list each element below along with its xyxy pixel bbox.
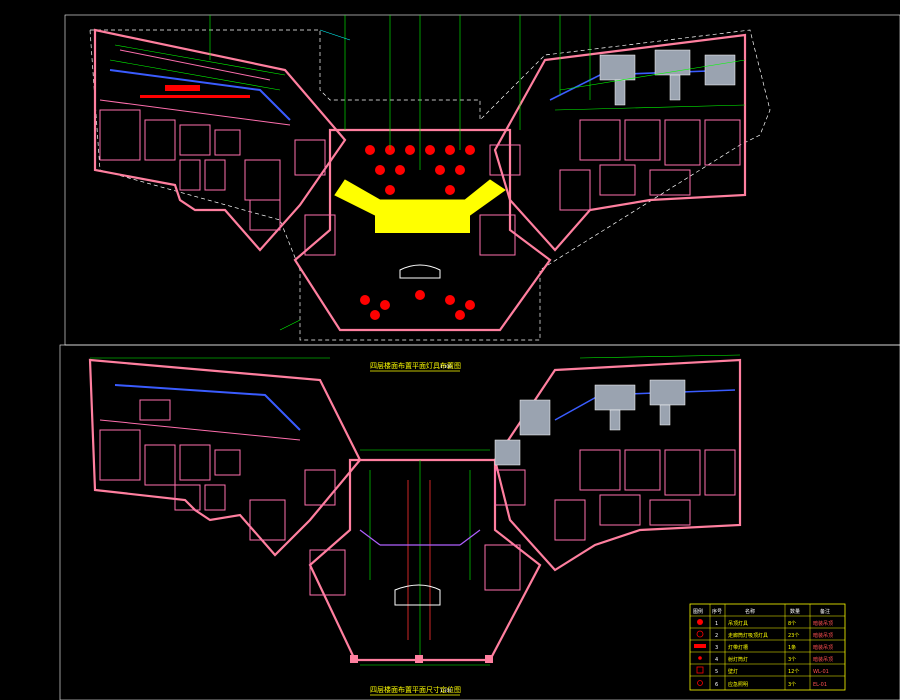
lower-right-furniture: [554, 449, 736, 541]
upper-yellow-light-band-center: [375, 215, 470, 233]
legend-symbol-2: [696, 630, 704, 638]
legend-header-qty: 数量: [790, 608, 800, 615]
upper-plan: [89, 15, 771, 341]
upper-core-blocks: [294, 139, 521, 256]
upper-right-annotations: [554, 59, 746, 111]
lower-plan: [88, 354, 742, 666]
legend-row-1-no: 1: [715, 621, 718, 627]
legend-row-3-qty: 1条: [788, 644, 796, 651]
upper-right-furniture: [559, 119, 741, 211]
upper-plan-scale: 1:100: [440, 364, 452, 369]
legend-row-5-qty: 12个: [788, 669, 799, 675]
lower-central-red-axis: [407, 480, 431, 640]
legend-symbol-3: [694, 644, 706, 648]
lower-right-grey-blocks: [494, 379, 686, 466]
legend-header-symbol: 图例: [693, 608, 703, 615]
legend-row-5-note: WL-01: [813, 669, 829, 675]
legend-table: 图例 序号 名称 数量 备注 1 吊顶灯具 8个 暗装吊顶 2 走廊筒灯吸顶灯具…: [689, 603, 846, 691]
upper-right-grey-blocks: [599, 49, 736, 106]
lower-top-dimension: [90, 354, 741, 359]
legend-row-5-name: 壁灯: [728, 668, 738, 675]
upper-reception-desk: [399, 264, 441, 279]
lower-right-wing: [493, 358, 742, 572]
legend-row-3-name: 灯带灯槽: [728, 644, 748, 651]
legend-row-2-qty: 23个: [788, 633, 799, 639]
upper-plan-title: 四层楼面布置平面灯具布置图: [370, 361, 461, 370]
lower-left-wing: [88, 358, 362, 557]
legend-row-1-qty: 8个: [788, 621, 796, 627]
legend-row-6-qty: 3个: [788, 682, 796, 688]
lower-plan-title: 四层楼面布置平面尺寸定位图: [370, 685, 461, 694]
legend-row-6-name: 应急照明: [728, 681, 748, 688]
legend-row-1-note: 暗装吊顶: [813, 620, 833, 627]
lower-central-dimensions: [360, 449, 490, 666]
legend-symbol-5: [696, 666, 704, 674]
upper-central-lighting: [360, 145, 475, 320]
legend-header-name: 名称: [745, 608, 755, 615]
legend-symbol-4: [698, 656, 702, 660]
upper-dashed-boundary: [89, 29, 771, 341]
legend-row-6-no: 6: [715, 682, 718, 688]
upper-left-wing: [93, 28, 347, 252]
upper-left-red-bands: [140, 85, 250, 98]
lower-central-door: [394, 584, 441, 606]
upper-central-leaders: [209, 15, 591, 331]
legend-row-2-note: 暗装吊顶: [813, 632, 833, 639]
lower-right-window: [554, 389, 736, 421]
legend-row-2-no: 2: [715, 633, 718, 639]
legend-row-4-name: 射灯筒灯: [728, 656, 748, 663]
legend-row-2-name: 走廊筒灯吸顶灯具: [728, 632, 768, 639]
upper-cyan-leader: [319, 29, 351, 41]
lower-left-furniture: [99, 399, 301, 541]
lower-diagonal-bands: [359, 529, 481, 546]
lower-plan-scale: 1:100: [440, 688, 452, 693]
legend-row-3-note: 暗装吊顶: [813, 644, 833, 651]
legend-row-1-name: 吊顶灯具: [728, 620, 748, 627]
legend-symbol-6: [697, 680, 703, 686]
upper-yellow-light-band: [334, 179, 506, 216]
legend-row-4-no: 4: [715, 657, 718, 663]
upper-central-hall: [293, 128, 552, 332]
lower-left-window: [114, 384, 301, 431]
lower-plan-frame: [59, 344, 900, 700]
legend-frame: [689, 603, 846, 691]
legend-symbol-1: [697, 619, 703, 625]
legend-header-no: 序号: [712, 608, 722, 615]
legend-row-3-no: 3: [715, 645, 718, 651]
legend-row-4-qty: 3个: [788, 657, 796, 663]
legend-row-6-note: EL-01: [813, 682, 827, 688]
upper-left-window: [109, 69, 291, 121]
legend-header-note: 备注: [820, 608, 830, 615]
upper-left-annotations: [109, 44, 286, 91]
legend-row-4-note: 暗装吊顶: [813, 656, 833, 663]
lower-bottom-pillars: [350, 655, 493, 663]
legend-row-5-no: 5: [715, 669, 718, 675]
upper-left-furniture: [99, 49, 291, 231]
lower-core-blocks: [304, 469, 526, 596]
